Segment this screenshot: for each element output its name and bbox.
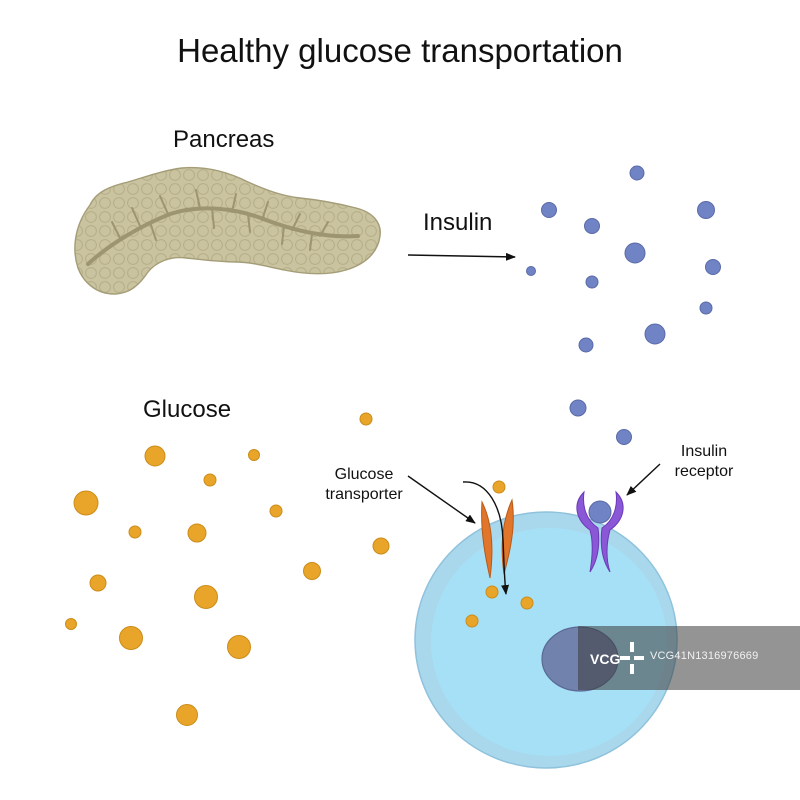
glucose-molecule bbox=[372, 537, 390, 555]
glucose-molecule bbox=[119, 626, 143, 650]
insulin-molecule bbox=[629, 165, 645, 181]
glucose-molecule bbox=[269, 504, 283, 518]
glucose-molecule bbox=[89, 574, 107, 592]
glucose-transporter-label-line1: Glucose bbox=[334, 466, 394, 483]
insulin-molecule bbox=[705, 259, 721, 275]
insulin-label: Insulin bbox=[423, 209, 493, 236]
insulin-molecule bbox=[616, 429, 632, 445]
insulin-receptor-label-line1: Insulin bbox=[680, 443, 728, 460]
glucose-molecule bbox=[248, 449, 260, 461]
glucose-transporter-label-line2: transporter bbox=[325, 486, 403, 503]
pancreas-illustration bbox=[74, 166, 381, 295]
insulin-release-arrow bbox=[407, 252, 516, 261]
glucose-molecule bbox=[465, 614, 479, 628]
receptor-pointer-arrow bbox=[626, 463, 661, 496]
insulin-molecules bbox=[526, 165, 721, 445]
glucose-molecule bbox=[303, 562, 321, 580]
glucose-transporter bbox=[481, 498, 514, 579]
glucose-molecule bbox=[144, 445, 166, 467]
transporter-pointer-arrow bbox=[407, 475, 476, 524]
insulin-molecule bbox=[584, 218, 600, 234]
watermark-logo-text: VCG bbox=[590, 651, 620, 667]
glucose-molecules-cell bbox=[465, 480, 534, 628]
glucose-label: Glucose bbox=[143, 396, 232, 423]
glucose-molecule bbox=[65, 618, 77, 630]
glucose-molecule bbox=[227, 635, 251, 659]
glucose-molecules bbox=[65, 412, 390, 726]
glucose-molecule bbox=[520, 596, 534, 610]
glucose-molecule bbox=[359, 412, 373, 426]
watermark: VCG VCG41N1316976669 bbox=[578, 626, 800, 690]
glucose-molecule bbox=[73, 490, 99, 516]
glucose-molecule bbox=[194, 585, 218, 609]
vcg-logo-icon: VCG bbox=[590, 642, 644, 674]
glucose-molecule bbox=[203, 473, 217, 487]
insulin-receptor-label-line2: receptor bbox=[674, 463, 734, 480]
glucose-entry-arrow bbox=[462, 481, 510, 595]
insulin-molecule bbox=[585, 275, 599, 289]
insulin-molecule bbox=[624, 242, 646, 264]
glucose-molecule bbox=[128, 525, 142, 539]
insulin-molecule bbox=[644, 323, 666, 345]
insulin-molecule bbox=[569, 399, 587, 417]
watermark-id: VCG41N1316976669 bbox=[650, 650, 759, 662]
insulin-molecule bbox=[526, 266, 536, 276]
glucose-transporter-label: Glucose transporter bbox=[316, 465, 412, 505]
insulin-molecule bbox=[697, 201, 715, 219]
bound-insulin-molecule bbox=[588, 500, 612, 524]
glucose-molecule bbox=[492, 480, 506, 494]
insulin-molecule bbox=[699, 301, 713, 315]
insulin-receptor bbox=[576, 490, 624, 573]
diagram-title: Healthy glucose transportation bbox=[177, 32, 623, 69]
insulin-molecule bbox=[578, 337, 594, 353]
glucose-molecule bbox=[485, 585, 499, 599]
glucose-molecule bbox=[176, 704, 198, 726]
insulin-receptor-label: Insulin receptor bbox=[664, 442, 744, 482]
insulin-molecule bbox=[541, 202, 557, 218]
pancreas-label: Pancreas bbox=[173, 126, 275, 153]
glucose-molecule bbox=[187, 523, 207, 543]
